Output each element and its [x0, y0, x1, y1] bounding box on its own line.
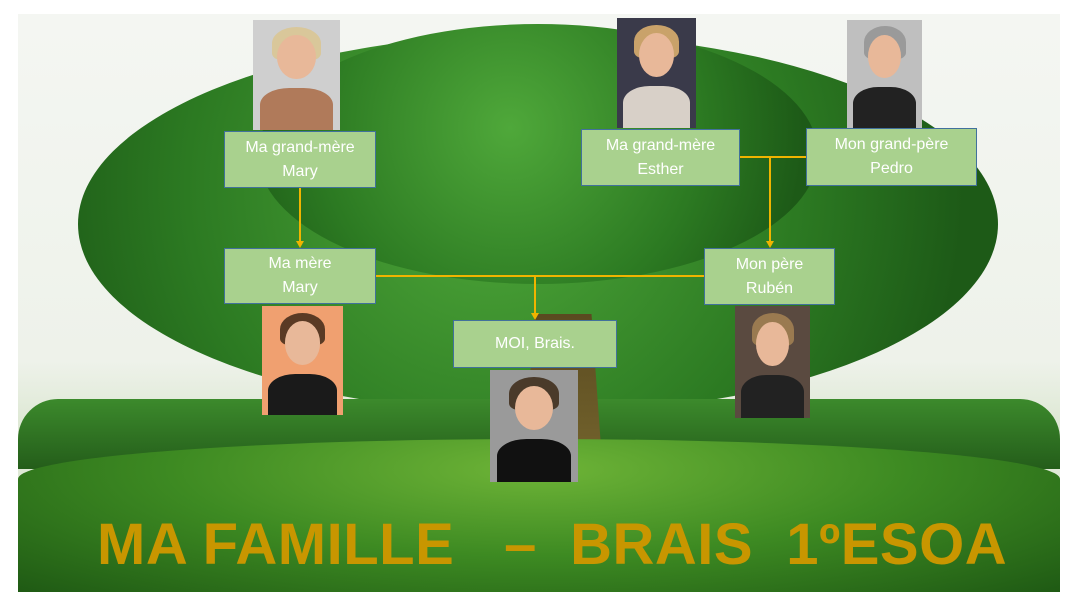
arrow-icon [531, 313, 539, 320]
photo-me [490, 370, 578, 482]
node-father: Mon père Rubén [704, 248, 835, 305]
connector [299, 188, 301, 242]
role: Ma mère [268, 255, 332, 272]
photo-father [735, 306, 810, 418]
photo-mother [262, 306, 343, 415]
role: Ma grand-mère [245, 138, 355, 156]
node-grandmother-esther: Ma grand-mère Esther [581, 129, 740, 186]
label: MOI, Brais. [494, 335, 575, 352]
node-grandfather-pedro: Mon grand-père Pedro [806, 128, 977, 186]
role: Mon grand-père [834, 136, 949, 153]
photo-grandmother-esther [617, 18, 696, 128]
node-mother: Ma mère Mary [224, 248, 376, 304]
node-me: MOI, Brais. [453, 320, 617, 368]
node-grandmother-mary: Ma grand-mère Mary [224, 131, 376, 188]
name: Pedro [870, 160, 913, 177]
name: Rubén [745, 279, 794, 297]
photo-grandfather-pedro [847, 20, 922, 128]
photo-grandmother-mary [253, 20, 340, 130]
name: Esther [637, 160, 684, 178]
connector [376, 275, 704, 277]
arrow-icon [296, 241, 304, 248]
connector [740, 156, 806, 158]
connector [534, 276, 536, 313]
role: Mon père [735, 255, 804, 273]
name: Mary [282, 279, 318, 296]
slide-title: MA FAMILLE – BRAIS 1ºESOA [97, 512, 1008, 577]
role: Ma grand-mère [605, 136, 716, 154]
arrow-icon [766, 241, 774, 248]
name: Mary [282, 162, 318, 180]
connector [769, 157, 771, 241]
